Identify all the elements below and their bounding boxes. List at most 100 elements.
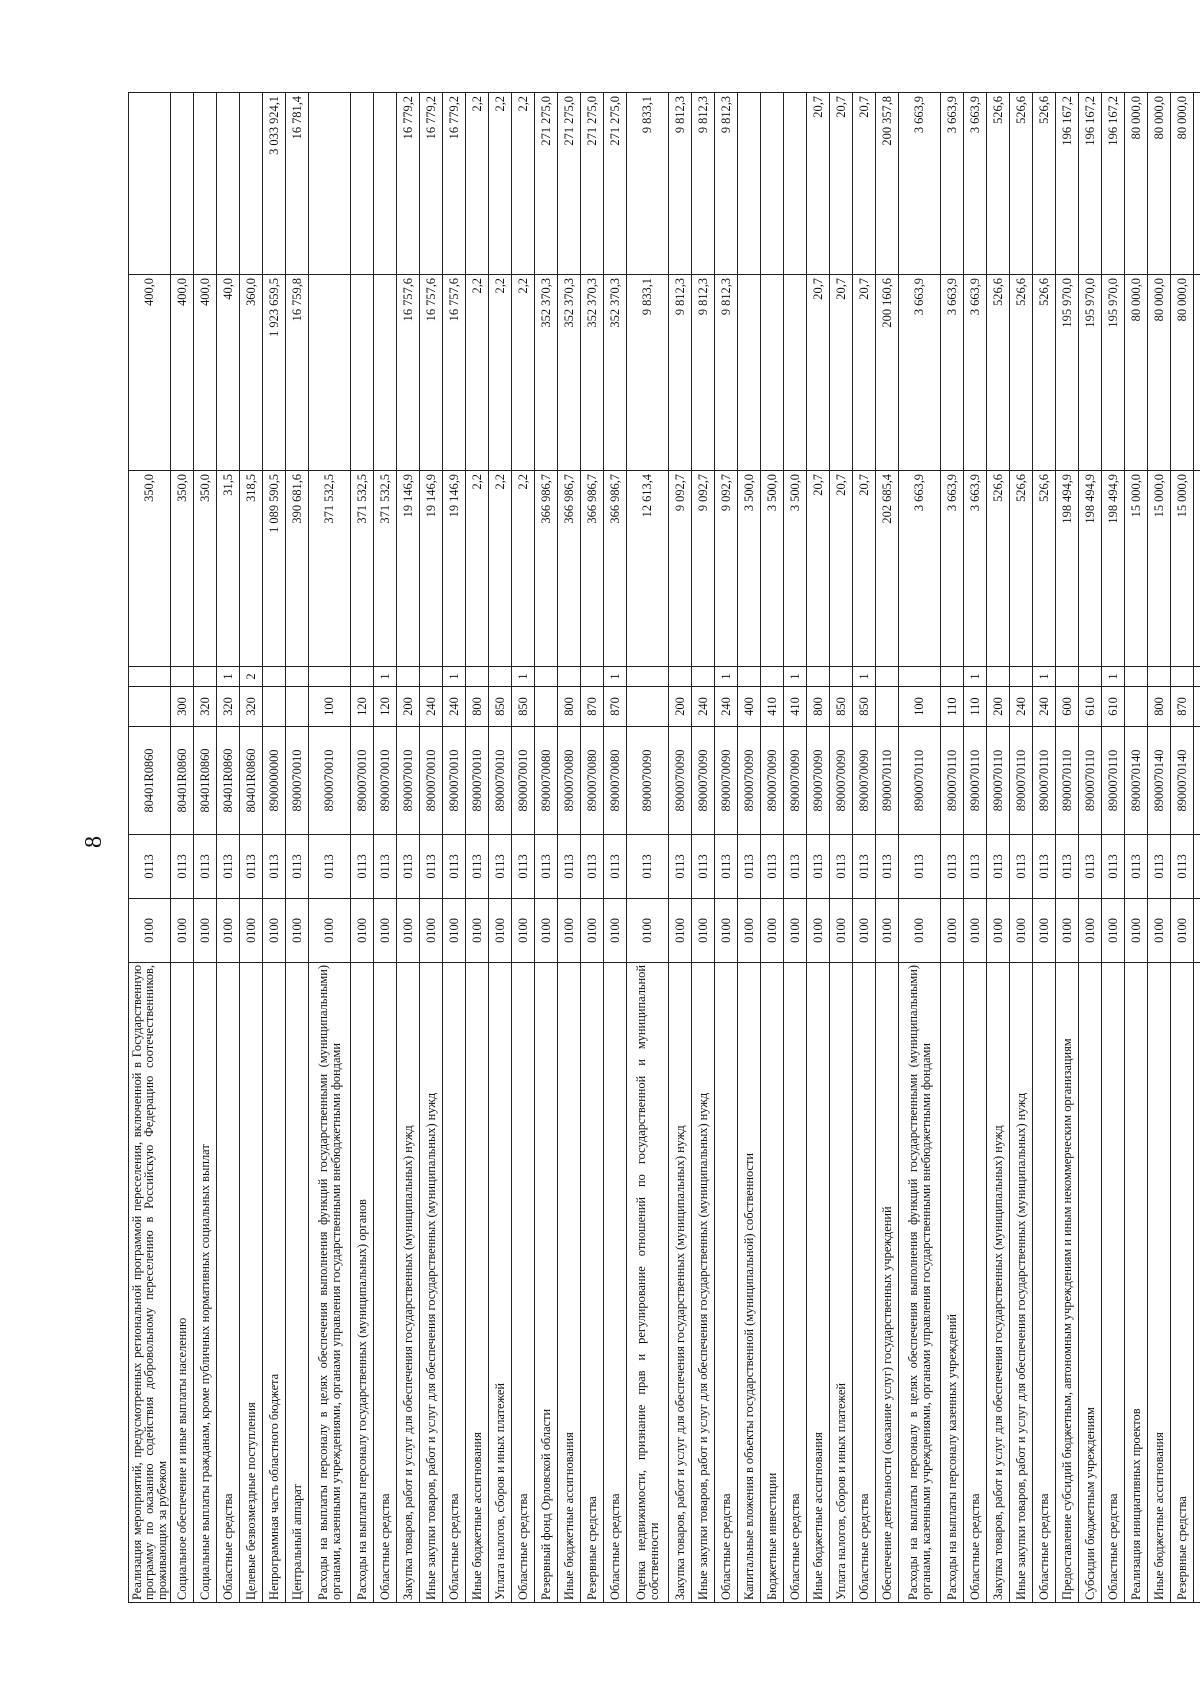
subsection-code: 0113 xyxy=(1170,834,1194,899)
row-name: Областные средства xyxy=(216,962,240,1603)
row-name: Иные бюджетные ассигнования xyxy=(806,962,830,1603)
expense-type: 870 xyxy=(603,686,627,727)
expense-type: 410 xyxy=(760,686,784,727)
section-code: 0100 xyxy=(806,898,830,963)
amount-year-1: 371 532,5 xyxy=(350,470,374,667)
row-name: Иные закупки товаров, работ и услуг для … xyxy=(691,962,715,1603)
source-code: 1 xyxy=(373,666,397,687)
expense-type xyxy=(875,686,899,727)
section-code: 0100 xyxy=(898,898,941,963)
amount-year-3 xyxy=(308,92,351,275)
expense-type: 850 xyxy=(488,686,512,727)
expense-type: 240 xyxy=(419,686,443,727)
amount-year-2: 80 000,0 xyxy=(1170,274,1194,471)
target-article: 8900070080 xyxy=(534,726,558,835)
row-name: Центральный аппарат xyxy=(285,962,309,1603)
amount-year-1: 318,5 xyxy=(239,470,263,667)
expense-type: 200 xyxy=(668,686,692,727)
amount-year-2: 16 757,6 xyxy=(396,274,420,471)
subsection-code: 0113 xyxy=(714,834,738,899)
subsection-code: 0113 xyxy=(940,834,964,899)
section-code: 0100 xyxy=(1170,898,1194,963)
section-code: 0100 xyxy=(1032,898,1056,963)
source-code xyxy=(170,666,194,687)
amount-year-3: 200 357,8 xyxy=(875,92,899,275)
subsection-code: 0113 xyxy=(963,834,987,899)
amount-year-3 xyxy=(239,92,263,275)
source-code xyxy=(128,666,171,687)
amount-year-2: 3 663,9 xyxy=(898,274,941,471)
table-row: Расходы на выплаты персоналу казенных уч… xyxy=(940,92,964,1603)
amount-year-1: 3 663,9 xyxy=(898,470,941,667)
subsection-code: 0113 xyxy=(216,834,240,899)
amount-year-2: 2,2 xyxy=(465,274,489,471)
section-code: 0100 xyxy=(1147,898,1171,963)
row-name: Субсидии бюджетным учреждениям xyxy=(1078,962,1102,1603)
subsection-code: 0113 xyxy=(898,834,941,899)
amount-year-1: 2,2 xyxy=(511,470,535,667)
section-code: 0100 xyxy=(350,898,374,963)
amount-year-3 xyxy=(737,92,761,275)
amount-year-3 xyxy=(783,92,807,275)
target-article: 8900070090 xyxy=(691,726,715,835)
amount-year-2: 352 370,3 xyxy=(603,274,627,471)
source-code xyxy=(580,666,604,687)
row-name: Областные средства xyxy=(783,962,807,1603)
source-code: 1 xyxy=(442,666,466,687)
amount-year-2: 9 812,3 xyxy=(668,274,692,471)
subsection-code: 0113 xyxy=(668,834,692,899)
amount-year-2: 3 663,9 xyxy=(940,274,964,471)
section-code: 0100 xyxy=(373,898,397,963)
amount-year-3 xyxy=(193,92,217,275)
target-article: 8900070080 xyxy=(557,726,581,835)
subsection-code: 0113 xyxy=(128,834,171,899)
amount-year-3: 526,6 xyxy=(1009,92,1033,275)
target-article: 8900070010 xyxy=(442,726,466,835)
row-name: Областные средства xyxy=(373,962,397,1603)
amount-year-2 xyxy=(350,274,374,471)
row-name: Областные средства xyxy=(603,962,627,1603)
amount-year-1: 15 000,0 xyxy=(1170,470,1194,667)
source-code xyxy=(986,666,1010,687)
target-article: 8900070010 xyxy=(511,726,535,835)
target-article: 8900070140 xyxy=(1124,726,1148,835)
amount-year-3: 526,6 xyxy=(1032,92,1056,275)
amount-year-3: 196 167,2 xyxy=(1078,92,1102,275)
expense-type: 800 xyxy=(806,686,830,727)
table-body: Реализация мероприятий, предусмотренных … xyxy=(128,92,1200,1603)
amount-year-3: 80 000,0 xyxy=(1124,92,1148,275)
amount-year-1: 371 532,5 xyxy=(308,470,351,667)
section-code: 0100 xyxy=(852,898,876,963)
row-name: Иные закупки товаров, работ и услуг для … xyxy=(419,962,443,1603)
amount-year-2: 40,0 xyxy=(216,274,240,471)
target-article: 8900070110 xyxy=(940,726,964,835)
source-code: 1 xyxy=(783,666,807,687)
amount-year-3: 16 781,4 xyxy=(285,92,309,275)
amount-year-1: 19 146,9 xyxy=(419,470,443,667)
amount-year-2 xyxy=(373,274,397,471)
row-name: Областные средства xyxy=(963,962,987,1603)
amount-year-2: 1 923 659,5 xyxy=(262,274,286,471)
amount-year-1: 20,7 xyxy=(829,470,853,667)
section-code: 0100 xyxy=(963,898,987,963)
expense-type: 800 xyxy=(465,686,489,727)
target-article: 8900070110 xyxy=(1078,726,1102,835)
source-code xyxy=(691,666,715,687)
amount-year-3: 20,7 xyxy=(852,92,876,275)
row-name: Социальные выплаты гражданам, кроме публ… xyxy=(193,962,217,1603)
table-row: Расходы на выплаты персоналу государстве… xyxy=(350,92,374,1603)
amount-year-1: 366 986,7 xyxy=(580,470,604,667)
subsection-code: 0113 xyxy=(419,834,443,899)
amount-year-2: 80 000,0 xyxy=(1193,274,1200,471)
amount-year-1: 366 986,7 xyxy=(603,470,627,667)
amount-year-3: 9 812,3 xyxy=(714,92,738,275)
row-name: Целевые безвозмездные поступления xyxy=(239,962,263,1603)
subsection-code: 0113 xyxy=(170,834,194,899)
amount-year-1: 19 146,9 xyxy=(396,470,420,667)
